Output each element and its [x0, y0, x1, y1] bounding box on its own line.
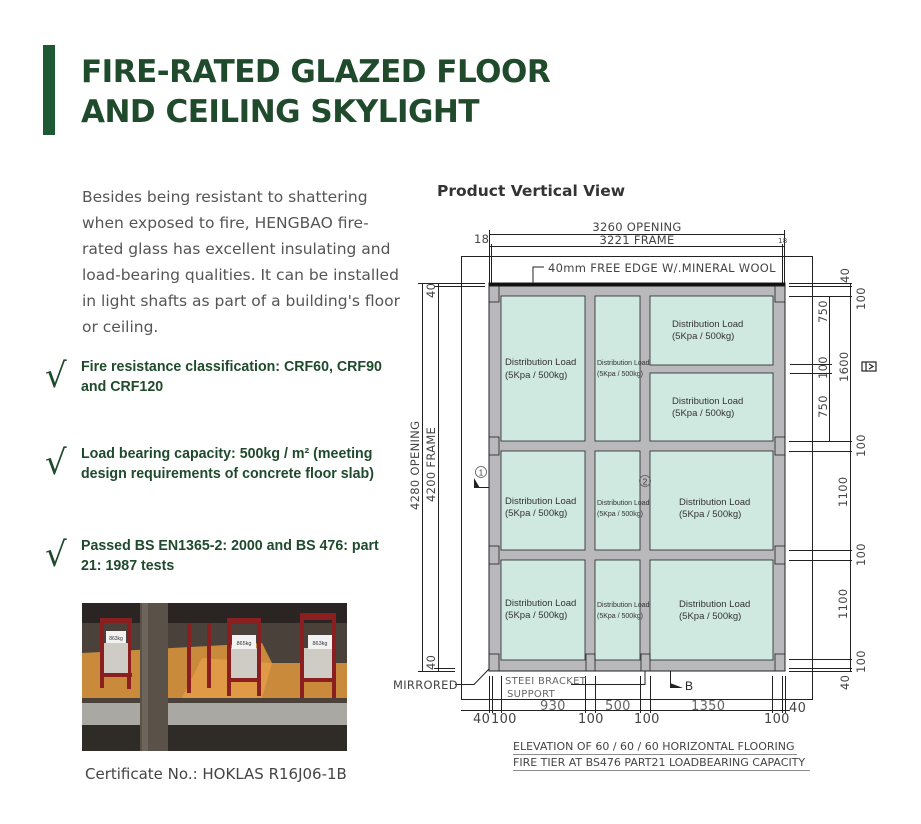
- glass-panel: [649, 559, 774, 661]
- title-accent-bar: [43, 45, 55, 135]
- dim-member: 40: [473, 712, 490, 727]
- section-marker-2: [639, 475, 651, 487]
- load-test-photo: 863kg 865kg 863kg: [82, 603, 347, 751]
- panel-label: Distribution Load: [672, 396, 743, 407]
- section-a-marker-icon: [861, 361, 877, 372]
- dim-frame-width: 3221 FRAME: [599, 233, 674, 247]
- panel-label: (5Kpa / 500kg): [597, 613, 643, 620]
- section-marker-b: B: [685, 679, 693, 693]
- page-title: FIRE-RATED GLAZED FLOOR AND CEILING SKYL…: [81, 52, 551, 132]
- dim-gap: 40: [424, 655, 438, 670]
- dim-member: 100: [634, 712, 660, 727]
- panel-label: (5Kpa / 500kg): [672, 408, 734, 419]
- panel-label: (5Kpa / 500kg): [597, 511, 643, 518]
- glass-panel: [649, 450, 774, 551]
- glass-panel: [500, 559, 586, 661]
- opening-outline: [461, 256, 813, 700]
- feature-fire-resistance: √ Fire resistance classification: CRF60,…: [45, 357, 395, 397]
- feature-tests-passed: √ Passed BS EN1365-2: 2000 and BS 476: p…: [45, 536, 395, 576]
- panel-label: Distribution Load: [597, 360, 650, 367]
- glass-panel: [594, 559, 641, 661]
- dim-span: 930: [540, 699, 566, 714]
- panel-label: (5Kpa / 500kg): [505, 370, 567, 381]
- weight-tag: 863kg: [109, 636, 123, 642]
- dim-gap: 18: [778, 237, 788, 245]
- drawing-title: Product Vertical View: [437, 182, 626, 200]
- glass-panel: [649, 372, 774, 442]
- glass-panel: [594, 450, 641, 551]
- panel-label: Distribution Load: [597, 500, 650, 507]
- feature-text: Load bearing capacity: 500kg / m² (meeti…: [81, 446, 374, 482]
- feature-text: Fire resistance classification: CRF60, C…: [81, 359, 382, 395]
- feature-text: Passed BS EN1365-2: 2000 and BS 476: par…: [81, 538, 379, 574]
- check-icon: √: [45, 443, 67, 483]
- dim-member: 100: [578, 712, 604, 727]
- feature-load-bearing: √ Load bearing capacity: 500kg / m² (mee…: [45, 444, 395, 484]
- glass-panel: [500, 450, 586, 551]
- dim-gap: 18: [474, 232, 489, 246]
- check-icon: √: [45, 356, 67, 396]
- certificate-number: Certificate No.: HOKLAS R16J06-1B: [85, 765, 347, 783]
- dim-member: 100: [491, 712, 517, 727]
- dim-opening-width: 3260 OPENING: [592, 220, 681, 234]
- bracket-supports: [488, 285, 786, 672]
- mirrored-note: MIRRORED: [393, 678, 458, 692]
- dim-right: 100: [816, 356, 830, 379]
- dim-span: 1350: [691, 699, 725, 714]
- glass-panel: [500, 295, 586, 442]
- section-marker-1-label: 1: [479, 469, 484, 478]
- panel-label: Distribution Load: [505, 357, 576, 368]
- glass-panels: [500, 295, 774, 661]
- dim-right: 1600: [837, 352, 851, 382]
- dim-span: 500: [605, 699, 631, 714]
- panel-label: Distribution Load: [597, 602, 650, 609]
- mineral-wool-edge: [489, 283, 785, 287]
- glass-panel: [594, 295, 641, 442]
- dim-gap: 40: [424, 283, 438, 298]
- section-marker-2-label: 2: [643, 478, 648, 487]
- panel-label: Distribution Load: [679, 599, 750, 610]
- bracket-note: SUPPORT: [507, 689, 556, 700]
- intro-paragraph: Besides being resistant to shattering wh…: [82, 188, 400, 336]
- panel-label: Distribution Load: [679, 497, 750, 508]
- panel-label: Distribution Load: [505, 496, 576, 507]
- weight-tag: 865kg: [237, 641, 252, 647]
- free-edge-note: 40mm FREE EDGE W/.MINERAL WOOL: [548, 261, 776, 275]
- panel-label: (5Kpa / 500kg): [505, 610, 567, 621]
- dim-right: 1100: [836, 477, 850, 507]
- panel-label: (5Kpa / 500kg): [597, 371, 643, 378]
- panel-label: (5Kpa / 500kg): [672, 331, 734, 342]
- dim-right: 750: [816, 300, 830, 323]
- title-line-1: FIRE-RATED GLAZED FLOOR: [81, 54, 551, 90]
- dim-right: 100: [854, 434, 868, 457]
- dim-right: 750: [816, 395, 830, 418]
- dim-right: 100: [854, 650, 868, 673]
- dim-right: 100: [854, 287, 868, 310]
- dim-right: 1100: [836, 589, 850, 619]
- drawing-caption-line-1: ELEVATION OF 60 / 60 / 60 HORIZONTAL FLO…: [513, 740, 795, 753]
- title-line-2: AND CEILING SKYLIGHT: [81, 94, 480, 130]
- dim-opening-height: 4280 OPENING: [408, 421, 422, 510]
- section-marker-1: [475, 466, 487, 478]
- dim-right: 100: [854, 543, 868, 566]
- check-icon: √: [45, 535, 67, 575]
- bracket-note: STEEI BRACKET: [505, 676, 587, 687]
- panel-label: (5Kpa / 500kg): [679, 611, 741, 622]
- dim-right: 40: [838, 268, 852, 283]
- weight-tag: 863kg: [313, 641, 328, 647]
- dim-right: 40: [838, 675, 852, 690]
- panel-label: Distribution Load: [505, 598, 576, 609]
- dim-member: 100: [764, 712, 790, 727]
- panel-label: Distribution Load: [672, 319, 743, 330]
- panel-label: (5Kpa / 500kg): [505, 508, 567, 519]
- dim-frame-height: 4200 FRAME: [424, 427, 438, 502]
- drawing-caption-line-2: FIRE TIER AT BS476 PART21 LOADBEARING CA…: [513, 756, 805, 769]
- dim-gap: 40: [789, 701, 806, 716]
- panel-label: (5Kpa / 500kg): [679, 509, 741, 520]
- glass-panel: [649, 295, 774, 366]
